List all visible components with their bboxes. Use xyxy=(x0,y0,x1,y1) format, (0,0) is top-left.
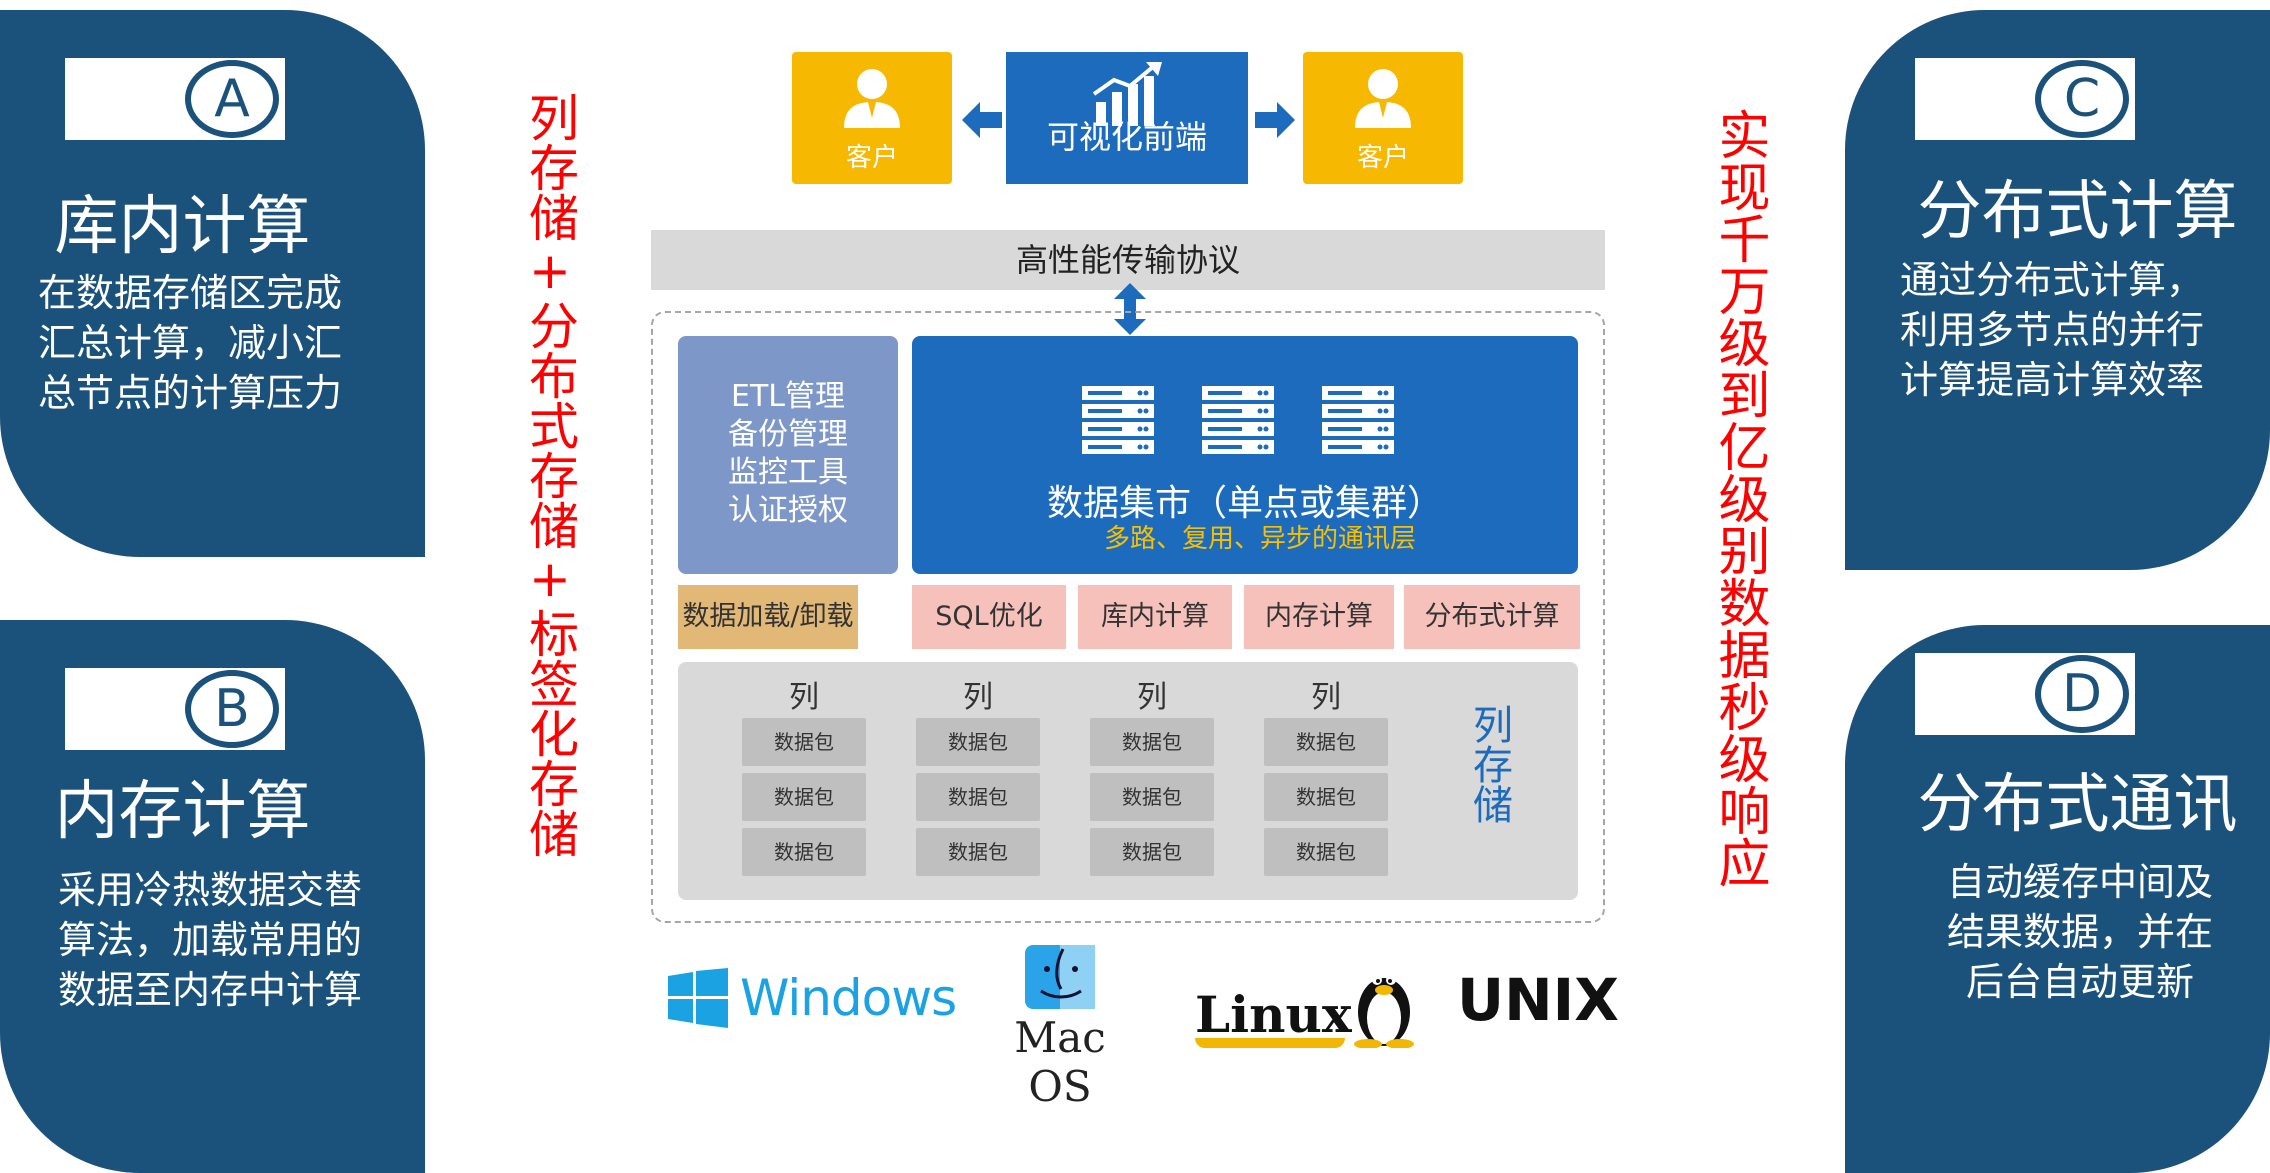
panel-b-title: 内存计算 xyxy=(54,775,311,849)
linux-logo: Linux xyxy=(1195,962,1416,1048)
mac-finder-icon xyxy=(1025,945,1095,1009)
function-in-database: 库内计算 xyxy=(1078,585,1232,649)
datamart-box: 数据集市（单点或集群） 多路、复用、异步的通讯层 xyxy=(912,336,1578,574)
panel-b-desc: 采用冷热数据交替 算法，加载常用的 数据至内存中计算 xyxy=(58,865,418,1015)
badge-a: A xyxy=(65,58,285,140)
feature-panel-c: C 分布式计算 通过分布式计算， 利用多节点的并行 计算提高计算效率 xyxy=(1845,10,2270,570)
feature-panel-d: D 分布式通讯 自动缓存中间及 结果数据，并在 后台自动更新 xyxy=(1845,625,2270,1173)
arrow-right-icon xyxy=(1255,102,1295,138)
server-group xyxy=(1082,386,1394,456)
desc-line: 汇总计算，减小汇 xyxy=(38,321,343,365)
column-storage-label: 列存储 xyxy=(1466,704,1512,824)
data-packet: 数据包 xyxy=(916,828,1040,876)
datamart-title: 数据集市（单点或集群） xyxy=(1046,483,1443,524)
data-packet: 数据包 xyxy=(1264,828,1388,876)
windows-logo: Windows xyxy=(668,968,957,1028)
data-packet: 数据包 xyxy=(742,828,866,876)
data-packet: 数据包 xyxy=(1090,828,1214,876)
desc-line: 利用多节点的并行 xyxy=(1900,308,2205,352)
feature-panel-a: A 库内计算 在数据存储区完成 汇总计算，减小汇 总节点的计算压力 xyxy=(0,10,425,557)
panel-a-desc: 在数据存储区完成 汇总计算，减小汇 总节点的计算压力 xyxy=(38,268,398,418)
tux-icon xyxy=(1353,975,1414,1048)
management-box: ETL管理 备份管理 监控工具 认证授权 xyxy=(678,336,898,574)
server-icon xyxy=(1202,386,1274,454)
data-packet: 数据包 xyxy=(1264,773,1388,821)
data-packet: 数据包 xyxy=(1264,718,1388,766)
badge-b: B xyxy=(65,668,285,750)
double-arrow-icon xyxy=(1114,283,1146,335)
letter-d: D xyxy=(2035,655,2129,733)
function-sql-optimization: SQL优化 xyxy=(912,585,1066,649)
server-icon xyxy=(1082,386,1154,454)
datamart-subtitle: 多路、复用、异步的通讯层 xyxy=(1103,524,1416,554)
visual-frontend-box: 可视化前端 xyxy=(1006,52,1248,184)
column-group: 列 数据包 数据包 数据包 xyxy=(916,678,1040,883)
data-packet: 数据包 xyxy=(742,718,866,766)
desc-line: 算法，加载常用的 xyxy=(58,918,363,962)
function-distributed: 分布式计算 xyxy=(1404,585,1580,649)
letter-b: B xyxy=(185,670,279,748)
panel-a-title: 库内计算 xyxy=(54,190,311,264)
badge-d: D xyxy=(1915,653,2135,735)
frontend-label: 可视化前端 xyxy=(1046,118,1207,156)
management-item: 备份管理 xyxy=(728,417,848,452)
column-header: 列 xyxy=(789,680,819,715)
desc-line: 通过分布式计算， xyxy=(1900,258,2205,302)
management-item: 监控工具 xyxy=(728,455,848,490)
column-group: 列 数据包 数据包 数据包 xyxy=(742,678,866,883)
management-item: 认证授权 xyxy=(728,493,848,528)
data-packet: 数据包 xyxy=(742,773,866,821)
data-packet: 数据包 xyxy=(1090,773,1214,821)
column-group: 列 数据包 数据包 数据包 xyxy=(1264,678,1388,883)
column-header: 列 xyxy=(1137,680,1167,715)
feature-panel-b: B 内存计算 采用冷热数据交替 算法，加载常用的 数据至内存中计算 xyxy=(0,620,425,1173)
column-group: 列 数据包 数据包 数据包 xyxy=(1090,678,1214,883)
linux-label: Linux xyxy=(1195,985,1352,1044)
desc-line: 后台自动更新 xyxy=(1965,960,2194,1004)
badge-c: C xyxy=(1915,58,2135,140)
client-label: 客户 xyxy=(1356,143,1409,173)
windows-icon xyxy=(668,968,728,1028)
letter-c: C xyxy=(2035,60,2129,138)
panel-d-desc: 自动缓存中间及 结果数据，并在 后台自动更新 xyxy=(1915,857,2245,1007)
client-box-left: 客户 xyxy=(792,52,952,184)
growth-chart-icon xyxy=(1092,62,1162,126)
unix-logo: UNIX xyxy=(1457,966,1619,1034)
column-storage-box: 列 数据包 数据包 数据包 列 数据包 数据包 数据包 列 数据包 数据包 数据… xyxy=(678,662,1578,900)
desc-line: 在数据存储区完成 xyxy=(38,271,343,315)
desc-line: 总节点的计算压力 xyxy=(38,371,343,415)
windows-label: Windows xyxy=(740,969,957,1027)
person-icon xyxy=(1355,69,1411,128)
desc-line: 计算提高计算效率 xyxy=(1900,358,2205,402)
desc-line: 自动缓存中间及 xyxy=(1946,860,2213,904)
response-slogan: 实现千万级到亿级别数据秒级响应 xyxy=(1709,108,1769,888)
arrow-left-icon xyxy=(962,102,1002,138)
person-icon xyxy=(844,69,900,128)
storage-slogan: 列存储+分布式存储+标签化存储 xyxy=(521,92,579,858)
column-header: 列 xyxy=(963,680,993,715)
macos-logo: Mac OS xyxy=(990,945,1130,1111)
client-label: 客户 xyxy=(845,143,898,173)
data-packet: 数据包 xyxy=(916,718,1040,766)
data-packet: 数据包 xyxy=(916,773,1040,821)
desc-line: 数据至内存中计算 xyxy=(58,968,363,1012)
system-container xyxy=(651,311,1605,923)
panel-c-title: 分布式计算 xyxy=(1917,175,2238,249)
function-load-unload: 数据加载/卸载 xyxy=(678,585,858,649)
macos-label: Mac OS xyxy=(1014,1013,1106,1111)
desc-line: 采用冷热数据交替 xyxy=(58,868,363,912)
panel-c-desc: 通过分布式计算， 利用多节点的并行 计算提高计算效率 xyxy=(1900,255,2265,405)
function-in-memory: 内存计算 xyxy=(1244,585,1394,649)
management-item: ETL管理 xyxy=(731,379,845,414)
linux-swoosh xyxy=(1195,1038,1345,1048)
server-icon xyxy=(1322,386,1394,454)
panel-d-title: 分布式通讯 xyxy=(1917,768,2238,842)
data-packet: 数据包 xyxy=(1090,718,1214,766)
protocol-bar: 高性能传输协议 xyxy=(651,230,1605,290)
client-box-right: 客户 xyxy=(1303,52,1463,184)
desc-line: 结果数据，并在 xyxy=(1946,910,2213,954)
column-header: 列 xyxy=(1311,680,1341,715)
letter-a: A xyxy=(185,60,279,138)
